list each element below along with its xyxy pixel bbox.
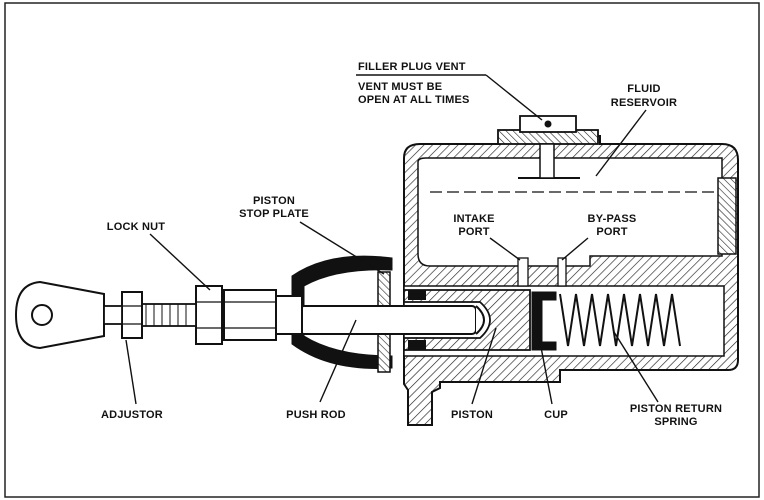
diagram-border	[4, 2, 760, 498]
cup-label: CUP	[544, 409, 568, 421]
piston-label: PISTON	[451, 409, 493, 421]
intake-port-label-line1: INTAKE	[453, 213, 494, 225]
vent-warning-line2: OPEN AT ALL TIMES	[358, 94, 470, 106]
adjustor-assembly	[14, 280, 303, 350]
intake-port-label-line2: PORT	[458, 226, 489, 238]
lock-nut-label: LOCK NUT	[107, 221, 166, 233]
return-spring	[559, 293, 681, 347]
piston-return-spring-label-line1: PISTON RETURN	[630, 403, 722, 415]
filler-plug-vent-label: FILLER PLUG VENT	[358, 61, 466, 73]
piston-stop-plate-label-line2: STOP PLATE	[239, 208, 309, 220]
piston	[403, 289, 531, 351]
vent-warning-line1: VENT MUST BE	[358, 81, 442, 93]
fluid-reservoir-label-line2: RESERVOIR	[611, 97, 677, 109]
labels: FILLER PLUG VENT VENT MUST BE OPEN AT AL…	[101, 61, 722, 428]
leader-lines	[125, 74, 659, 405]
piston-stop-plate-label-line1: PISTON	[253, 195, 295, 207]
push-rod	[299, 305, 485, 335]
fluid-reservoir-label-line1: FLUID	[627, 83, 660, 95]
adjustor-label: ADJUSTOR	[101, 409, 163, 421]
cylinder-housing	[403, 135, 739, 426]
piston-cup	[531, 291, 557, 351]
filler-plug	[497, 115, 599, 179]
bypass-port-label-line1: BY-PASS	[588, 213, 637, 225]
push-rod-label: PUSH ROD	[286, 409, 346, 421]
bypass-port-label-line2: PORT	[596, 226, 627, 238]
piston-return-spring-label-line2: SPRING	[654, 416, 697, 428]
